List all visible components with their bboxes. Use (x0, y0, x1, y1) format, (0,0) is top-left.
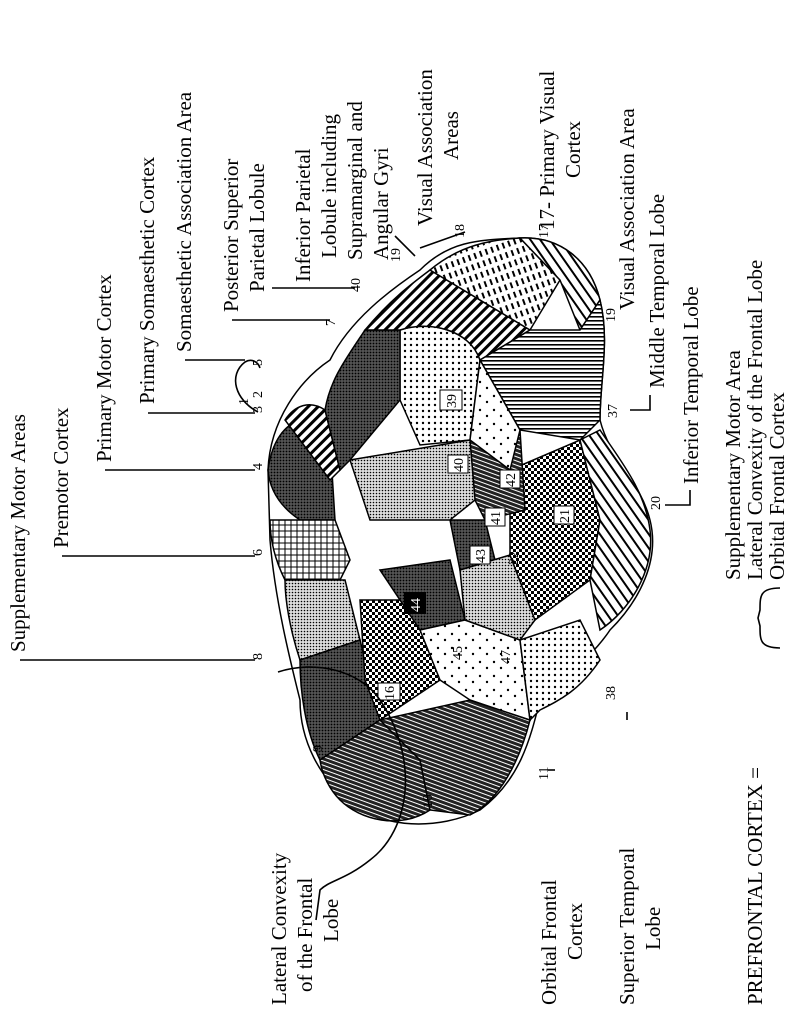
area-4-label: 4 (251, 463, 266, 470)
label-lobe-temporal: Lobe (641, 907, 665, 950)
area-44-label: 44 (409, 598, 424, 612)
label-primary-somaesthetic-cortex: Primary Somaesthetic Cortex (135, 156, 159, 404)
label-of-the-frontal: of the Frontal (293, 878, 317, 992)
area-42-label: 42 (504, 473, 519, 487)
label-middle-temporal-lobe: Middle Temporal Lobe (645, 194, 669, 388)
area-11-label: 11 (537, 767, 552, 780)
label-primary-visual: 17- Primary Visual (535, 70, 559, 230)
area-10-label: 10 (421, 794, 436, 808)
area-20-label: 20 (649, 496, 664, 510)
area-6-label: 6 (251, 549, 266, 556)
area-39 (400, 326, 480, 445)
area-38-label: 38 (604, 686, 619, 700)
label-posterior-superior: Posterior Superior (219, 159, 243, 312)
area-21-label: 21 (558, 509, 573, 523)
label-cortex-orbital: Cortex (563, 902, 587, 960)
area-39-label: 39 (445, 394, 460, 408)
label-visual-association-area: Visual Association Area (615, 108, 639, 310)
area-45-label: 45 (451, 646, 466, 660)
label-lobe-frontal: Lobe (319, 899, 343, 942)
label-lateral-convexity: Lateral Convexity (267, 852, 291, 1005)
label-lobule-including: Lobule including (317, 113, 341, 258)
prefrontal-title: PREFRONTAL CORTEX = (743, 767, 767, 1005)
label-inferior-temporal-lobe: Inferior Temporal Lobe (679, 286, 703, 484)
prefrontal-item-3: Orbital Frontal Cortex (765, 392, 789, 580)
label-somaesthetic-association-area: Somaesthetic Association Area (172, 91, 196, 352)
label-orbital-frontal: Orbital Frontal (537, 879, 561, 1005)
label-supplementary-motor-areas: Supplementary Motor Areas (6, 414, 30, 652)
area-41-label: 41 (489, 511, 504, 525)
prefrontal-item-2: Lateral Convexity of the Frontal Lobe (743, 260, 767, 580)
area-9-label: 9 (311, 745, 326, 752)
area-22-label: 22 (507, 551, 522, 565)
prefrontal-definition: PREFRONTAL CORTEX = Supplementary Motor … (721, 260, 789, 1005)
label-areas: Areas (439, 111, 463, 160)
area-47-label: 47 (499, 650, 514, 664)
area-43-label: 43 (474, 549, 489, 563)
label-angular-gyri: Angular Gyri (369, 147, 393, 260)
label-parietal-lobule: Parietal Lobule (245, 163, 269, 292)
label-inferior-parietal: Inferior Parietal (291, 148, 315, 282)
label-primary-motor-cortex: Primary Motor Cortex (92, 274, 116, 462)
label-cortex-visual: Cortex (561, 120, 585, 178)
area-8-label: 8 (251, 653, 266, 660)
area-40-outer-label: 40 (349, 278, 364, 292)
label-visual-association: Visual Association (413, 69, 437, 226)
prefrontal-brace (758, 588, 780, 648)
area-16-label: 16 (383, 686, 398, 700)
bottom-labels: Lateral Convexity of the Frontal Lobe Or… (267, 847, 665, 1005)
area-40-label: 40 (452, 458, 467, 472)
label-supramarginal-and: Supramarginal and (343, 101, 367, 260)
prefrontal-item-1: Supplementary Motor Area (721, 350, 745, 580)
area-2-label: 2 (251, 391, 266, 398)
area-37-label: 37 (606, 404, 621, 418)
area-6 (270, 520, 350, 580)
label-superior-temporal: Superior Temporal (615, 847, 639, 1005)
label-premotor-cortex: Premotor Cortex (49, 407, 73, 548)
